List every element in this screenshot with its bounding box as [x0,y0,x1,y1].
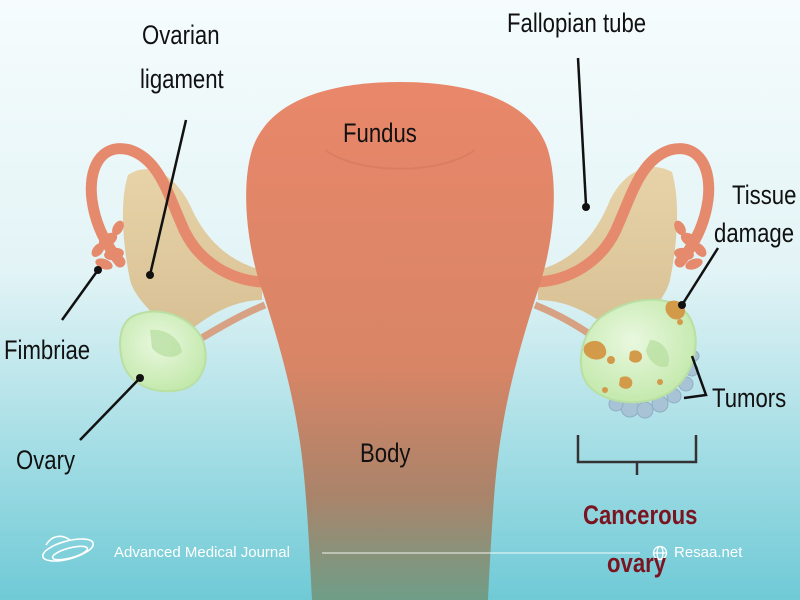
globe-icon [652,545,668,561]
label-tumors: Tumors [712,383,787,413]
ovary-healthy-shade [150,329,182,357]
ovary-cancerous [579,298,697,404]
label-body: Body [360,438,411,468]
journal-logo-icon [41,535,95,562]
label-tissue-damage-2: damage [714,218,795,248]
uterus-highlight [324,149,476,170]
uterus [246,82,554,600]
leader-tissue-damage [680,247,720,306]
watermark-journal: Advanced Medical Journal [114,544,290,561]
leader-ovarian-ligament [148,119,188,276]
label-ovarian-ligament-1: Ovarian [142,20,220,50]
cancerous-bracket [576,435,698,475]
broad-ligament-left [122,169,263,340]
leader-lines [60,57,720,441]
label-cancerous-2: ovary [607,548,667,578]
ovary-cancerous-shade [646,340,669,368]
label-fundus: Fundus [343,118,417,148]
fallopian-tube-left [85,143,268,288]
leader-ovary [79,377,141,441]
leader-tumors [683,355,708,400]
label-tissue-damage-1: Tissue [732,180,797,210]
label-ovary: Ovary [16,445,76,475]
label-fallopian-tube: Fallopian tube [507,8,647,38]
leader-fallopian-tube [576,57,588,206]
label-fimbriae: Fimbriae [4,335,91,365]
fimbriae-right [674,220,707,270]
leader-fimbriae [60,269,100,321]
label-cancerous-1: Cancerous [583,500,698,530]
watermark-site: Resaa.net [674,544,743,561]
label-ovarian-ligament-2: ligament [140,64,224,94]
leader-endpoints [94,203,686,382]
fallopian-tube-right [532,143,715,288]
